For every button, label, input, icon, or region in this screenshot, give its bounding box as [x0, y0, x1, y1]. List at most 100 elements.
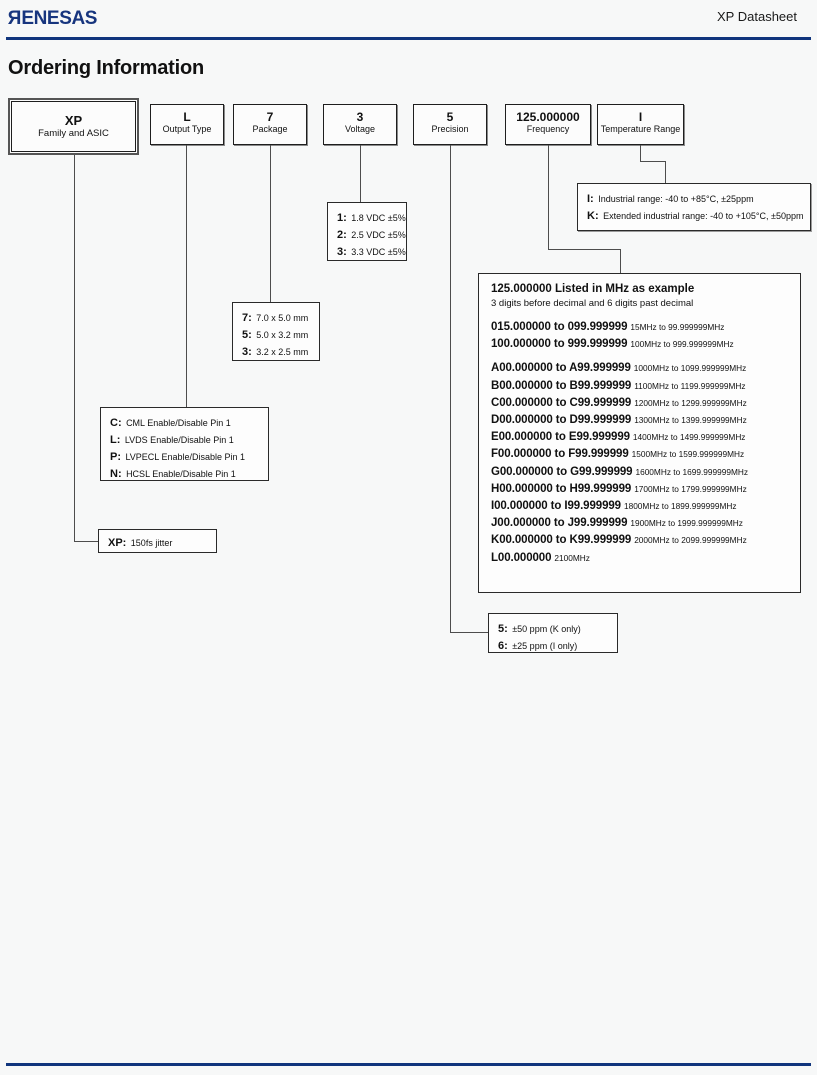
pn-box-precision[interactable]: 5 Precision	[413, 104, 487, 145]
option-row: I: Industrial range: -40 to +85°C, ±25pp…	[587, 190, 802, 207]
frequency-note: 1800MHz to 1899.999999MHz	[623, 501, 737, 512]
connector-temperature-vertical-1	[640, 145, 641, 161]
connector-precision-elbow	[450, 632, 488, 633]
option-key: I:	[587, 193, 594, 205]
frequency-note: 1000MHz to 1099.999999MHz	[633, 363, 747, 374]
frequency-code: A00.000000 to A99.999999	[491, 362, 631, 375]
option-row: N: HCSL Enable/Disable Pin 1	[110, 465, 260, 482]
frequency-code: B00.000000 to B99.999999	[491, 379, 632, 392]
callout-frequency: 125.000000 Listed in MHz as example 3 di…	[478, 273, 801, 593]
renesas-logo-text: RENESAS	[8, 8, 98, 29]
connector-temperature-vertical-2	[665, 161, 666, 183]
footer-divider	[6, 1063, 811, 1066]
option-value: 5.0 x 3.2 mm	[256, 330, 309, 340]
pn-label: Output Type	[162, 124, 212, 134]
frequency-note: 1400MHz to 1499.999999MHz	[632, 432, 746, 443]
callout-temperature-range: I: Industrial range: -40 to +85°C, ±25pp…	[577, 183, 811, 231]
connector-voltage-vertical	[360, 145, 361, 202]
option-value: LVDS Enable/Disable Pin 1	[124, 435, 234, 445]
option-row: 6: ±25 ppm (I only)	[498, 637, 609, 654]
page-header: RENESAS XP Datasheet	[0, 0, 817, 42]
option-row: 2: 2.5 VDC ±5%	[337, 226, 406, 243]
option-key: C:	[110, 417, 122, 429]
option-value: CML Enable/Disable Pin 1	[126, 418, 231, 428]
pn-box-frequency[interactable]: 125.000000 Frequency	[505, 104, 591, 145]
connector-output-type-vertical	[186, 145, 187, 407]
option-value: LVPECL Enable/Disable Pin 1	[125, 452, 246, 462]
frequency-note: 1600MHz to 1699.999999MHz	[635, 466, 749, 477]
option-value: ±50 ppm (K only)	[512, 624, 581, 634]
callout-voltage: 1: 1.8 VDC ±5% 2: 2.5 VDC ±5% 3: 3.3 VDC…	[327, 202, 407, 261]
connector-frequency-vertical-2	[620, 249, 621, 273]
pn-box-output-type[interactable]: L Output Type	[150, 104, 224, 145]
callout-family-jitter: XP: 150fs jitter	[98, 529, 217, 553]
frequency-note: 1100MHz to 1199.999999MHz	[634, 380, 746, 391]
option-row: 7: 7.0 x 5.0 mm	[242, 309, 311, 326]
frequency-code: D00.000000 to D99.999999	[491, 414, 632, 427]
option-value: ±25 ppm (I only)	[512, 641, 578, 651]
option-row: L: LVDS Enable/Disable Pin 1	[110, 431, 260, 448]
frequency-subtitle: 3 digits before decimal and 6 digits pas…	[491, 298, 694, 309]
frequency-code: C00.000000 to C99.999999	[491, 396, 632, 409]
frequency-code: 100.000000 to 999.999999	[491, 338, 628, 351]
pn-code: L	[183, 110, 191, 124]
frequency-code: H00.000000 to H99.999999	[491, 482, 632, 495]
option-value: Extended industrial range: -40 to +105°C…	[603, 211, 804, 221]
pn-code: I	[638, 110, 643, 124]
pn-label: Package	[252, 124, 288, 134]
option-value: 2.5 VDC ±5%	[351, 230, 406, 240]
option-value: Industrial range: -40 to +85°C, ±25ppm	[598, 194, 754, 204]
frequency-code: F00.000000 to F99.999999	[491, 448, 629, 461]
option-key: L:	[110, 434, 121, 446]
pn-label: Precision	[431, 124, 469, 134]
connector-frequency-vertical-1	[548, 145, 549, 249]
option-row: 5: 5.0 x 3.2 mm	[242, 326, 311, 343]
option-value: 150fs jitter	[130, 538, 173, 548]
pn-code: 125.000000	[516, 110, 580, 124]
frequency-code: E00.000000 to E99.999999	[491, 431, 630, 444]
pn-label: Voltage	[344, 124, 376, 134]
frequency-note: 1900MHz to 1999.999999MHz	[630, 518, 743, 529]
pn-box-voltage[interactable]: 3 Voltage	[323, 104, 397, 145]
option-row: 3: 3.3 VDC ±5%	[337, 243, 406, 260]
pn-label: Frequency	[526, 124, 570, 134]
option-value: 1.8 VDC ±5%	[351, 213, 406, 223]
connector-package-vertical	[270, 145, 271, 302]
frequency-code: J00.000000 to J99.999999	[491, 517, 628, 530]
pn-box-family-and-asic[interactable]: XP Family and ASIC	[8, 98, 139, 155]
option-row: 5: ±50 ppm (K only)	[498, 620, 609, 637]
option-key: 2:	[337, 229, 347, 241]
frequency-note: 100MHz to 999.999999MHz	[630, 339, 734, 350]
frequency-note: 1700MHz to 1799.999999MHz	[634, 483, 747, 494]
option-key: N:	[110, 468, 122, 480]
frequency-title: 125.000000 Listed in MHz as example	[491, 283, 695, 295]
pn-box-package[interactable]: 7 Package	[233, 104, 307, 145]
header-divider	[6, 37, 811, 40]
callout-precision: 5: ±50 ppm (K only) 6: ±25 ppm (I only)	[488, 613, 618, 653]
callout-output-type: C: CML Enable/Disable Pin 1 L: LVDS Enab…	[100, 407, 269, 481]
option-value: 3.3 VDC ±5%	[351, 247, 406, 257]
option-key: 3:	[337, 246, 347, 258]
option-row: 1: 1.8 VDC ±5%	[337, 209, 406, 226]
frequency-code: L00.000000	[491, 551, 552, 564]
option-key: 5:	[242, 329, 252, 341]
pn-code: 5	[446, 110, 454, 124]
option-row: P: LVPECL Enable/Disable Pin 1	[110, 448, 260, 465]
option-value: HCSL Enable/Disable Pin 1	[126, 469, 236, 479]
pn-code: XP	[64, 113, 83, 128]
option-key: P:	[110, 451, 121, 463]
frequency-note: 2000MHz to 2099.999999MHz	[634, 535, 747, 546]
pn-box-temperature-range[interactable]: I Temperature Range	[597, 104, 684, 145]
option-key: 7:	[242, 312, 252, 324]
callout-package: 7: 7.0 x 5.0 mm 5: 5.0 x 3.2 mm 3: 3.2 x…	[232, 302, 320, 361]
frequency-note: 15MHz to 99.999999MHz	[630, 322, 725, 332]
